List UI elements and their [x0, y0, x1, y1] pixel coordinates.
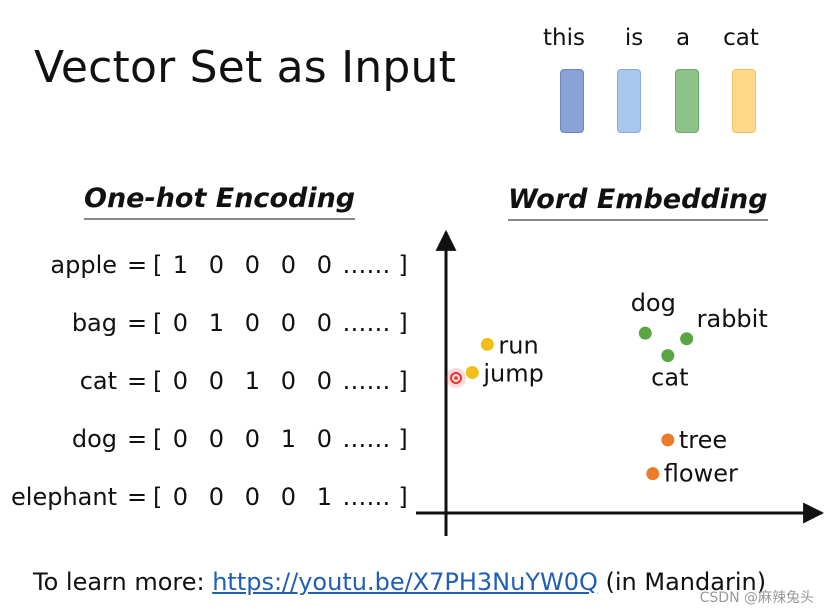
onehot-value: 0	[244, 309, 261, 337]
laser-pointer-mark	[446, 368, 466, 388]
embedding-point-jump	[465, 366, 479, 379]
onehot-value: 0	[280, 483, 297, 511]
embedding-label-jump: jump	[482, 360, 544, 388]
close-bracket: ]	[398, 367, 408, 395]
open-bracket: [	[153, 251, 163, 279]
onehot-value: 0	[244, 251, 261, 279]
token-vector	[675, 69, 699, 133]
onehot-value: 1	[208, 309, 225, 337]
embedding-label-cat: cat	[651, 364, 688, 392]
embedding-point-cat	[661, 349, 675, 363]
embedding-label-run: run	[498, 331, 538, 359]
onehot-value: 0	[208, 425, 225, 453]
embedding-point-tree	[661, 433, 675, 447]
onehot-equals: =	[127, 367, 148, 395]
token-label: this	[543, 25, 585, 51]
onehot-heading: One-hot Encoding	[84, 182, 356, 220]
video-link[interactable]: https://youtu.be/X7PH3NuYW0Q	[212, 568, 598, 596]
onehot-ellipsis: ……	[342, 425, 391, 453]
embedding-point-flower	[646, 467, 660, 481]
onehot-value: 0	[208, 251, 225, 279]
embedding-label-dog: dog	[631, 289, 676, 317]
onehot-value: 0	[208, 367, 225, 395]
onehot-value: 0	[208, 483, 225, 511]
close-bracket: ]	[398, 483, 408, 511]
open-bracket: [	[153, 483, 163, 511]
open-bracket: [	[153, 309, 163, 337]
close-bracket: ]	[398, 309, 408, 337]
onehot-value: 1	[244, 367, 261, 395]
onehot-word: dog	[71, 425, 117, 453]
onehot-equals: =	[127, 251, 148, 279]
token-vector	[617, 69, 641, 133]
footer-suffix: (in Mandarin)	[597, 568, 767, 596]
embedding-label-rabbit: rabbit	[697, 305, 768, 333]
onehot-value: 0	[316, 309, 333, 337]
onehot-word: elephant	[11, 483, 117, 511]
embedding-point-rabbit	[680, 332, 694, 346]
onehot-ellipsis: ……	[342, 483, 391, 511]
onehot-value: 0	[172, 483, 189, 511]
onehot-value: 0	[280, 251, 297, 279]
onehot-equals: =	[127, 425, 148, 453]
open-bracket: [	[153, 367, 163, 395]
embedding-heading: Word Embedding	[508, 183, 768, 221]
close-bracket: ]	[398, 425, 408, 453]
onehot-value: 1	[280, 425, 297, 453]
onehot-equals: =	[127, 309, 148, 337]
onehot-word: cat	[79, 367, 117, 395]
slide-title: Vector Set as Input	[34, 42, 457, 93]
onehot-value: 1	[172, 251, 189, 279]
embedding-label-tree: tree	[679, 426, 727, 454]
token-label: cat	[723, 25, 759, 51]
embedding-label-flower: flower	[664, 460, 738, 488]
onehot-value: 0	[244, 483, 261, 511]
onehot-word: apple	[50, 251, 117, 279]
onehot-value: 0	[172, 425, 189, 453]
onehot-value: 0	[316, 367, 333, 395]
close-bracket: ]	[398, 251, 408, 279]
onehot-ellipsis: ……	[342, 367, 391, 395]
onehot-value: 0	[316, 251, 333, 279]
watermark: CSDN @麻辣兔头	[699, 590, 814, 606]
onehot-value: 1	[316, 483, 333, 511]
onehot-value: 0	[280, 367, 297, 395]
onehot-value: 0	[244, 425, 261, 453]
embedding-point-dog	[638, 326, 652, 340]
token-vector	[560, 69, 584, 133]
token-label: is	[624, 25, 644, 51]
token-vector	[732, 69, 756, 133]
onehot-ellipsis: ……	[342, 251, 391, 279]
onehot-value: 0	[172, 367, 189, 395]
onehot-equals: =	[127, 483, 148, 511]
onehot-value: 0	[316, 425, 333, 453]
onehot-value: 0	[172, 309, 189, 337]
embedding-point-run	[480, 337, 494, 351]
onehot-value: 0	[280, 309, 297, 337]
footer-prefix: To learn more:	[33, 568, 213, 596]
token-label: a	[675, 25, 691, 51]
onehot-word: bag	[71, 309, 117, 337]
footer: To learn more: https://youtu.be/X7PH3NuY…	[33, 565, 766, 599]
onehot-ellipsis: ……	[342, 309, 391, 337]
open-bracket: [	[153, 425, 163, 453]
